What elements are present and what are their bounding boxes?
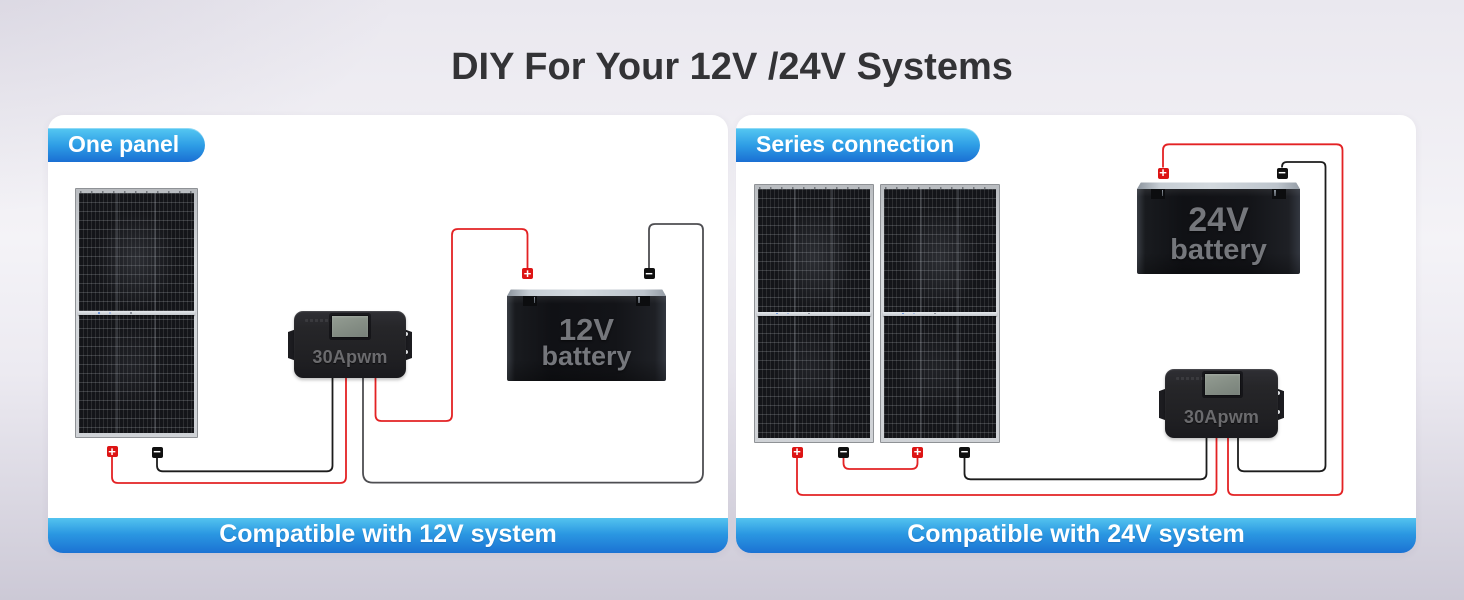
minus-glyph: − xyxy=(1278,165,1286,180)
battery-terminal-post xyxy=(523,296,537,306)
wire-panel2-negative-to-controller xyxy=(963,438,1208,481)
minus-glyph: − xyxy=(153,444,161,459)
wire-series-jumper xyxy=(842,457,919,470)
plus-glyph: + xyxy=(523,265,532,281)
battery-voltage: 12V xyxy=(558,312,615,347)
battery-negative-terminal: − xyxy=(1276,165,1288,180)
wire-controller-to-battery-positive xyxy=(1162,143,1344,496)
wire-panel1-positive-to-controller xyxy=(796,438,1218,496)
solar-panel-cells xyxy=(883,189,997,438)
battery-word: battery xyxy=(1170,233,1267,266)
screw-hole xyxy=(1276,391,1281,395)
solar-panel-top-frame xyxy=(885,186,995,189)
minus-glyph: − xyxy=(839,444,848,459)
battery-label: 12V battery xyxy=(507,312,666,372)
charge-controller: 30Apwm xyxy=(1159,369,1284,438)
wire-controller-to-battery-positive xyxy=(374,228,529,422)
battery-body xyxy=(507,296,666,381)
caption-text: Compatible with 12V system xyxy=(219,520,557,548)
screw-hole xyxy=(1276,410,1281,414)
battery-body xyxy=(1137,189,1300,274)
plus-glyph: + xyxy=(108,443,116,459)
battery-lid xyxy=(1137,182,1300,189)
wire-panel-negative-to-controller xyxy=(156,378,334,473)
badge-label: Series connection xyxy=(756,130,955,157)
solar-panel-mid-rail xyxy=(757,311,871,316)
wire-battery-negative-to-controller xyxy=(362,223,704,484)
panel-positive-terminal: + xyxy=(106,443,118,459)
solar-panel-top-frame xyxy=(80,190,193,193)
screw-hole xyxy=(404,332,409,336)
controller-rating-label: 30Apwm xyxy=(1183,407,1260,427)
battery-negative-terminal: − xyxy=(643,265,655,281)
battery-lid xyxy=(507,289,666,296)
wiring-diagram-24v xyxy=(796,143,1344,496)
wiring-diagram-12v xyxy=(111,223,704,484)
controller-brand-mark xyxy=(305,319,335,322)
panel2-positive-terminal: + xyxy=(912,444,923,459)
solar-panel-cells xyxy=(757,189,871,438)
minus-glyph: − xyxy=(645,265,653,281)
controller-brand-mark xyxy=(1176,377,1206,380)
screw-hole xyxy=(404,350,409,354)
solar-panel-cells xyxy=(78,193,195,433)
card-series-connection: Series connection + − + − 30Apwm xyxy=(736,115,1416,553)
caption-bar-24v: Compatible with 24V system xyxy=(736,518,1416,553)
battery-positive-terminal: + xyxy=(522,265,533,281)
badge-series-connection: Series connection xyxy=(736,128,981,162)
charge-controller: 30Apwm xyxy=(288,311,412,378)
badge-one-panel: One panel xyxy=(48,128,206,162)
battery-12v: 12V battery xyxy=(507,289,666,381)
plus-glyph: + xyxy=(793,444,801,459)
controller-body: 30Apwm xyxy=(294,311,406,378)
plus-glyph: + xyxy=(1159,165,1167,180)
caption-text: Compatible with 24V system xyxy=(907,520,1245,548)
controller-body: 30Apwm xyxy=(1165,369,1278,438)
panel1-positive-terminal: + xyxy=(791,444,803,459)
panel2-negative-terminal: − xyxy=(959,444,970,459)
solar-panel-1 xyxy=(754,184,874,443)
battery-word: battery xyxy=(541,341,632,372)
wire-panel-positive-to-controller xyxy=(111,378,347,484)
controller-rating-label: 30Apwm xyxy=(312,347,388,367)
plus-glyph: + xyxy=(913,444,922,459)
caption-bar-12v: Compatible with 12V system xyxy=(48,518,728,553)
battery-positive-terminal: + xyxy=(1157,165,1169,180)
solar-panel-mid-rail xyxy=(883,311,997,316)
solar-panel-mid-rail xyxy=(78,311,195,315)
minus-glyph: − xyxy=(960,444,969,459)
solar-panel-2 xyxy=(880,184,1000,443)
battery-voltage: 24V xyxy=(1188,201,1249,239)
controller-lcd-screen xyxy=(331,314,369,338)
controller-lcd-screen xyxy=(1204,372,1241,396)
solar-panel xyxy=(75,188,198,438)
panel1-negative-terminal: − xyxy=(838,444,849,459)
battery-terminal-post xyxy=(636,296,650,306)
battery-terminal-post xyxy=(1151,189,1165,199)
badge-label: One panel xyxy=(68,130,180,157)
wire-controller-to-battery-negative xyxy=(1237,161,1327,473)
solar-panel-top-frame xyxy=(759,186,869,189)
panel-negative-terminal: − xyxy=(151,444,163,459)
battery-terminal-post xyxy=(1272,189,1286,199)
battery-label: 24V battery xyxy=(1137,201,1300,266)
card-one-panel: One panel + − 30Apwm 12V xyxy=(48,115,728,553)
battery-24v: 24V battery xyxy=(1137,182,1300,274)
page-title: DIY For Your 12V /24V Systems xyxy=(451,46,1013,88)
